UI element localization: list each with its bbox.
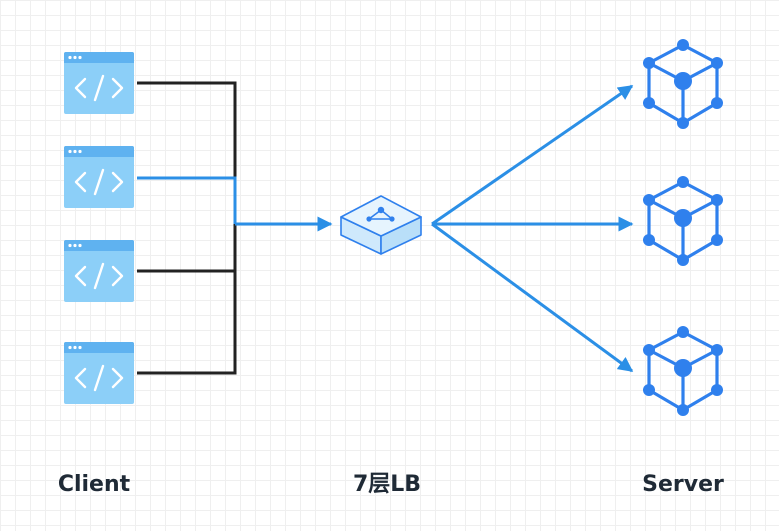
arrow-lb-to-server-1 [431, 84, 634, 226]
code-window-icon [64, 342, 134, 404]
cube-network-icon [641, 326, 725, 418]
connector-client-2-active [137, 176, 237, 224]
servers-group [641, 39, 725, 418]
code-window-icon [64, 146, 134, 208]
arrow-lb-to-server-3 [431, 222, 634, 373]
server-connectors [431, 84, 634, 373]
code-window-icon [64, 52, 134, 114]
client-label: Client [57, 472, 131, 497]
clients-group [64, 52, 134, 404]
cube-network-icon [641, 39, 725, 131]
code-window-icon [64, 240, 134, 302]
load-balancer-label: 7层LB [352, 472, 422, 497]
cube-network-icon [641, 176, 725, 268]
server-label: Server [642, 472, 724, 497]
client-connectors [137, 81, 333, 375]
load-balancer-icon [340, 195, 422, 255]
